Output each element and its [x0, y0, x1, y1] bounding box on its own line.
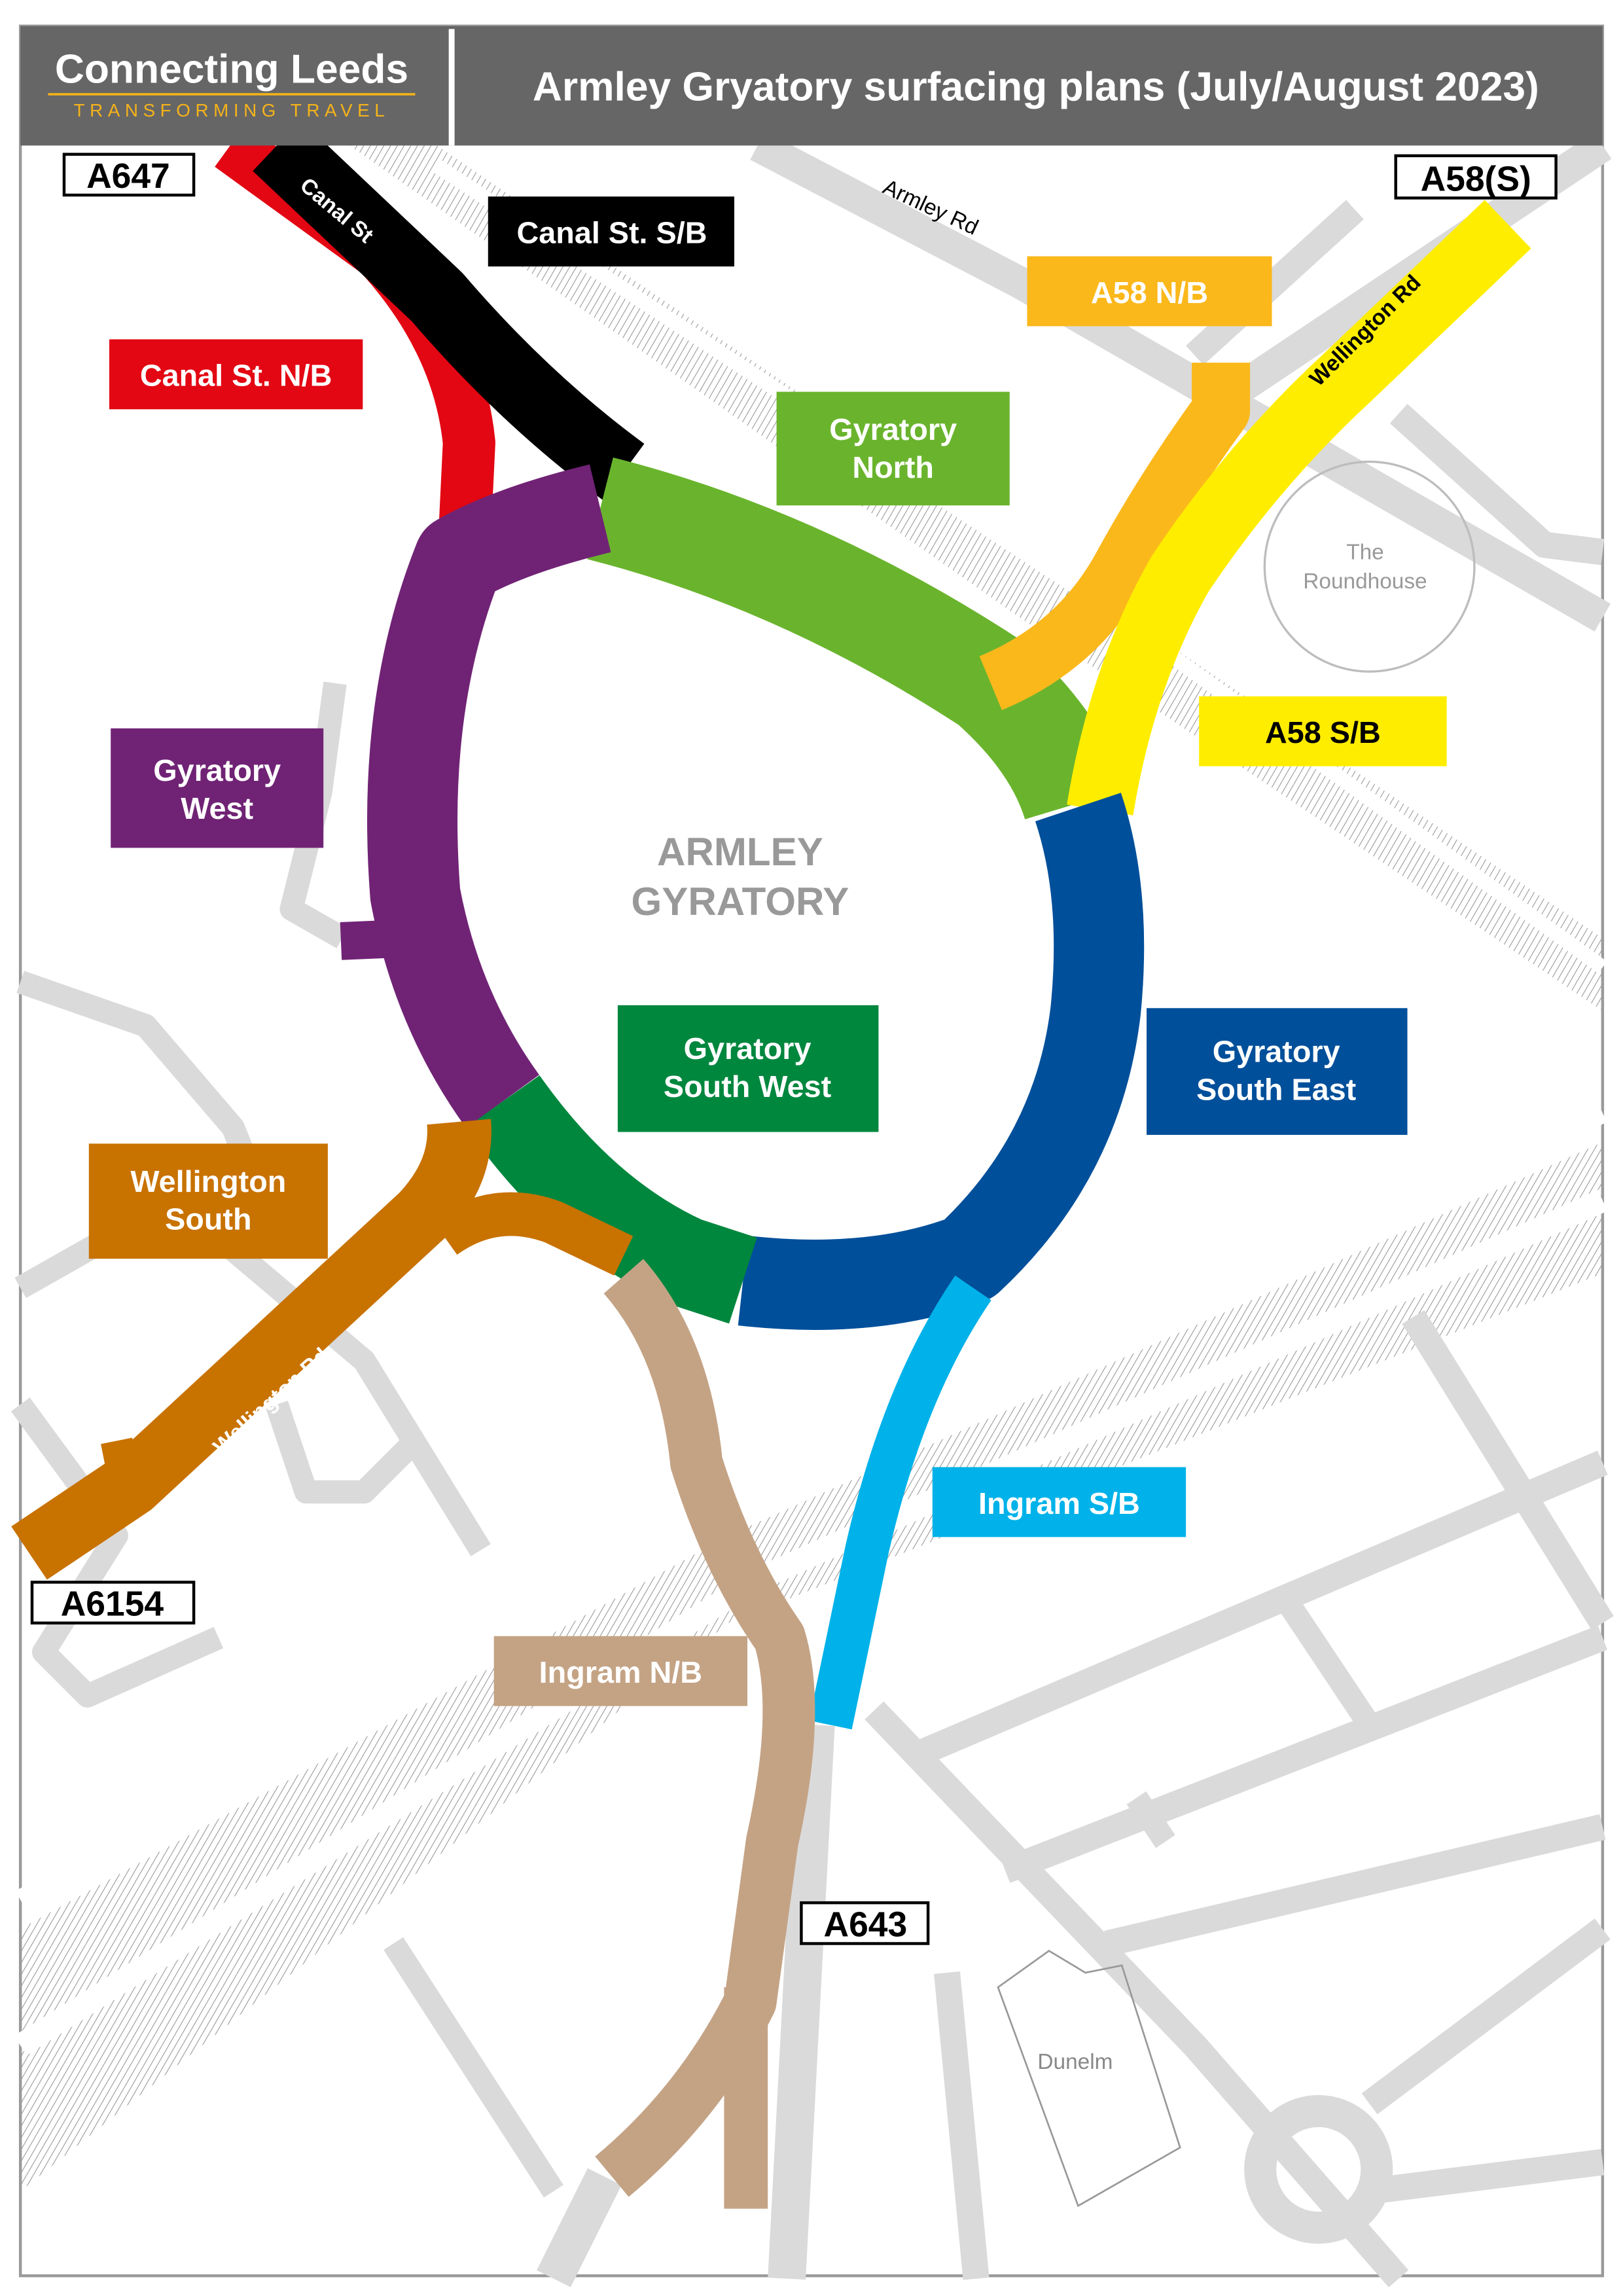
label-a58-sb: A58 S/B — [1199, 696, 1447, 766]
label-ingram-sb: Ingram S/B — [932, 1467, 1186, 1537]
surfacing-segments — [11, 120, 1531, 2209]
svg-text:Gyratory: Gyratory — [1213, 1035, 1340, 1069]
gyratory-name-line1: ARMLEY — [657, 830, 823, 874]
svg-text:Wellington: Wellington — [130, 1164, 286, 1198]
svg-text:A58 N/B: A58 N/B — [1091, 276, 1208, 310]
svg-text:South East: South East — [1196, 1073, 1356, 1107]
svg-text:Gyratory: Gyratory — [684, 1031, 812, 1066]
svg-text:South West: South West — [664, 1069, 831, 1103]
svg-text:A647: A647 — [86, 157, 170, 196]
logo-title: Connecting Leeds — [55, 47, 408, 92]
label-gyratory-west: Gyratory West — [111, 728, 324, 848]
segment-gyratory-west — [367, 464, 611, 1128]
logo-underline — [48, 93, 416, 96]
segment-gyratory-south-east — [738, 793, 1145, 1330]
segment-a58-nb — [979, 363, 1251, 710]
segment-gyratory-south-west — [465, 1075, 757, 1324]
label-ingram-nb: Ingram N/B — [493, 1636, 748, 1706]
segment-wellington-south — [11, 1119, 491, 1580]
roundhouse-outline — [1263, 460, 1476, 673]
segment-wellington-south-branch — [431, 1192, 633, 1276]
header: Connecting Leeds TRANSFORMING TRAVEL Arm… — [20, 26, 1603, 146]
svg-text:South: South — [165, 1202, 251, 1236]
svg-text:A58 S/B: A58 S/B — [1265, 715, 1381, 749]
svg-text:Canal St. N/B: Canal St. N/B — [140, 359, 332, 393]
svg-text:A643: A643 — [824, 1905, 908, 1944]
segment-ingram-nb — [595, 1259, 815, 2197]
road-marker-a6154: A6154 — [30, 1581, 196, 1624]
svg-text:West: West — [181, 791, 253, 825]
dunelm-outline — [997, 1950, 1181, 2208]
label-gyratory-south-east: Gyratory South East — [1147, 1008, 1408, 1135]
svg-text:Gyratory: Gyratory — [829, 412, 957, 446]
roundhouse-label-line1: The — [1346, 541, 1384, 565]
logo-subtitle: TRANSFORMING TRAVEL — [74, 100, 390, 120]
segment-canal-sb — [253, 120, 645, 501]
label-canal-sb: Canal St. S/B — [488, 196, 735, 267]
svg-text:North: North — [852, 450, 934, 484]
svg-text:A6154: A6154 — [61, 1585, 164, 1624]
svg-text:A58(S): A58(S) — [1421, 160, 1531, 198]
page-title: Armley Gryatory surfacing plans (July/Au… — [533, 64, 1539, 109]
svg-text:Gyratory: Gyratory — [153, 753, 281, 787]
label-gyratory-south-west: Gyratory South West — [617, 1005, 879, 1132]
segment-gyratory-north — [587, 457, 1126, 821]
road-marker-a647: A647 — [62, 152, 196, 197]
segment-wellington-south-spur — [101, 1437, 140, 1480]
segment-ingram-sb — [809, 1275, 991, 1730]
label-wellington-south: Wellington South — [88, 1143, 328, 1259]
segment-gyratory-west-spur — [340, 919, 409, 960]
label-gyratory-north: Gyratory North — [776, 391, 1010, 506]
svg-text:Canal St. S/B: Canal St. S/B — [517, 216, 707, 250]
road-marker-a58s: A58(S) — [1394, 154, 1558, 200]
gyratory-name-line2: GYRATORY — [632, 880, 849, 924]
label-canal-nb: Canal St. N/B — [109, 339, 363, 410]
dunelm-label: Dunelm — [1037, 2050, 1113, 2074]
road-marker-a643: A643 — [800, 1901, 930, 1945]
segment-a58-sb — [1067, 200, 1531, 816]
label-a58-nb: A58 N/B — [1027, 256, 1272, 327]
svg-text:Ingram S/B: Ingram S/B — [978, 1486, 1140, 1520]
svg-text:Ingram N/B: Ingram N/B — [539, 1655, 702, 1689]
roundhouse-label-line2: Roundhouse — [1303, 569, 1427, 594]
